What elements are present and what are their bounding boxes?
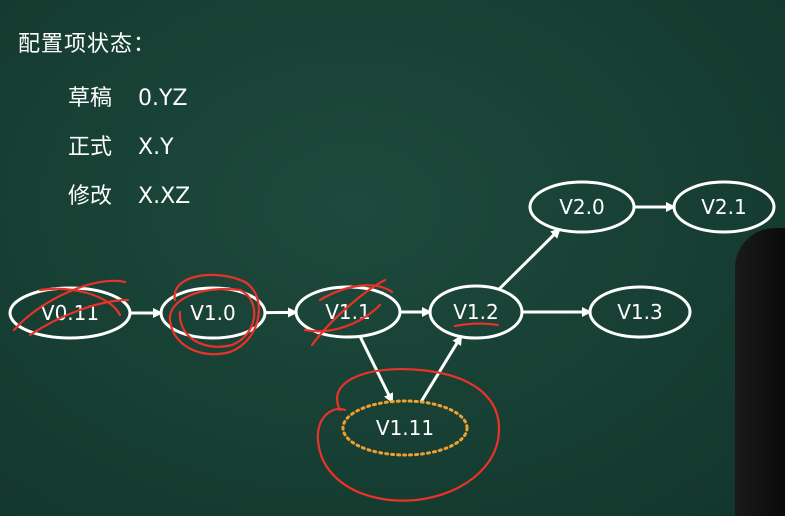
node-v21: V2.1: [672, 180, 776, 234]
node-v111: V1.11: [341, 399, 469, 457]
legend-row-modified: 修改 X.XZ: [68, 178, 190, 210]
node-ellipse: [672, 180, 776, 234]
legend-row-formal: 正式 X.Y: [68, 129, 174, 161]
annotation-underline-v12: [453, 322, 500, 328]
legend-row-draft: 草稿 0.YZ: [68, 80, 188, 112]
node-label: V1.3: [617, 300, 663, 324]
presenter-silhouette: [735, 228, 785, 516]
legend-row-format: X.XZ: [138, 184, 191, 209]
edge-v11-v111: [358, 335, 394, 404]
legend-title: 配置项状态：: [18, 32, 157, 57]
node-label: V2.0: [559, 195, 605, 219]
legend-row-name: 草稿: [68, 86, 113, 111]
edges: [130, 202, 676, 404]
node-label: V1.11: [376, 416, 434, 440]
legend-row-name: 正式: [68, 135, 113, 160]
node-label: V2.1: [701, 195, 747, 219]
node-label: V1.2: [453, 300, 499, 324]
node-v10: V1.0: [159, 286, 267, 340]
legend-row-name: 修改: [68, 184, 113, 209]
node-v12: V1.2: [428, 284, 524, 340]
node-v011: V0.11: [8, 286, 132, 340]
node-ellipse: [159, 286, 267, 340]
node-v20: V2.0: [528, 180, 636, 234]
legend-row-format: X.Y: [138, 135, 174, 160]
edge-v111-v12: [419, 334, 463, 403]
node-ellipse: [588, 285, 692, 339]
edge-v12-v20: [497, 228, 561, 291]
node-label: V1.0: [190, 301, 236, 325]
red-annotations: [12, 273, 501, 502]
node-ellipse: [528, 180, 636, 234]
node-ellipse: [341, 399, 469, 457]
annotation-circle-v10: [168, 273, 260, 356]
legend-row-format: 0.YZ: [138, 86, 188, 111]
annotation-scribble-v011: [12, 279, 130, 337]
node-v11: V1.1: [294, 285, 402, 339]
annotation-loop-v111: [316, 368, 501, 502]
node-ellipse: [428, 284, 524, 340]
nodes: V0.11 V1.0 V1.1 V1.2 V1.3 V2.0 V2.1V1.11: [8, 180, 776, 457]
annotation-scribble-v11: [303, 278, 394, 347]
node-v13: V1.3: [588, 285, 692, 339]
node-ellipse: [8, 286, 132, 340]
